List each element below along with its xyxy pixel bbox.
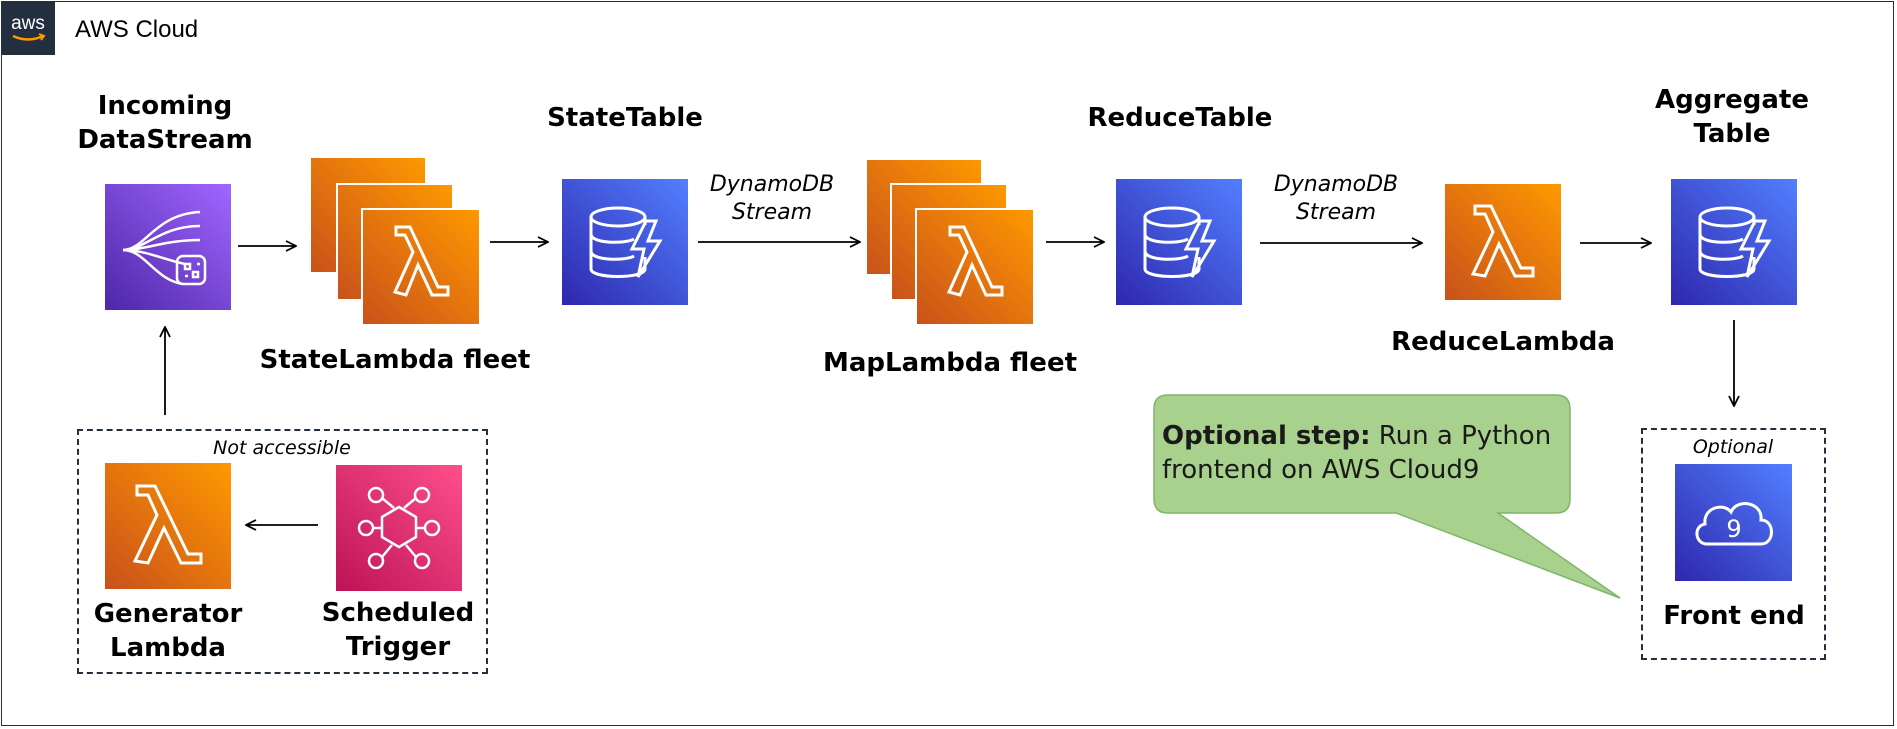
svg-text:9: 9	[1726, 515, 1741, 543]
optional-step-note-title: Optional step:	[1162, 421, 1371, 451]
dynamodb-stream-label-1: DynamoDB Stream	[709, 172, 835, 225]
svg-text:aws: aws	[11, 13, 45, 34]
aggregate-table-label: Aggregate Table	[1654, 85, 1810, 149]
optional-step-note-text: Run a Python frontend on AWS Cloud9	[1162, 421, 1552, 485]
generator-lambda-icon	[105, 463, 231, 589]
state-lambda-fleet-label: StateLambda fleet	[259, 345, 531, 375]
optional-step-note: Optional step: Run a Python frontend on …	[1150, 395, 1570, 513]
cloud9-icon: 9	[1675, 464, 1792, 581]
aggregate-table-dynamodb-icon	[1671, 179, 1797, 305]
not-accessible-group	[77, 429, 488, 674]
scheduled-trigger-eventbridge-icon	[336, 465, 462, 591]
reduce-table-label: ReduceTable	[1087, 103, 1273, 133]
generator-lambda-label: Generator Lambda	[93, 599, 243, 663]
state-table-label: StateTable	[547, 103, 703, 133]
map-lambda-fleet-icon	[865, 158, 1035, 326]
aws-cloud-title: AWS Cloud	[75, 16, 199, 43]
map-lambda-fleet-label: MapLambda fleet	[822, 348, 1078, 378]
reduce-table-dynamodb-icon	[1116, 179, 1242, 305]
incoming-datastream-label: Incoming DataStream	[77, 91, 253, 155]
reduce-lambda-label: ReduceLambda	[1391, 327, 1615, 357]
state-lambda-fleet-icon	[309, 156, 481, 326]
reduce-lambda-icon	[1445, 184, 1561, 300]
dynamodb-stream-label-2: DynamoDB Stream	[1273, 172, 1399, 225]
optional-label: Optional	[1692, 436, 1774, 458]
state-table-dynamodb-icon	[562, 179, 688, 305]
aws-logo-icon: aws	[1, 1, 55, 55]
optional-step-callout	[1153, 394, 1621, 599]
scheduled-trigger-label: Scheduled Trigger	[321, 598, 475, 662]
front-end-label: Front end	[1663, 601, 1805, 631]
kinesis-data-streams-icon	[105, 184, 231, 310]
optional-group	[1641, 428, 1826, 660]
not-accessible-label: Not accessible	[213, 437, 351, 459]
